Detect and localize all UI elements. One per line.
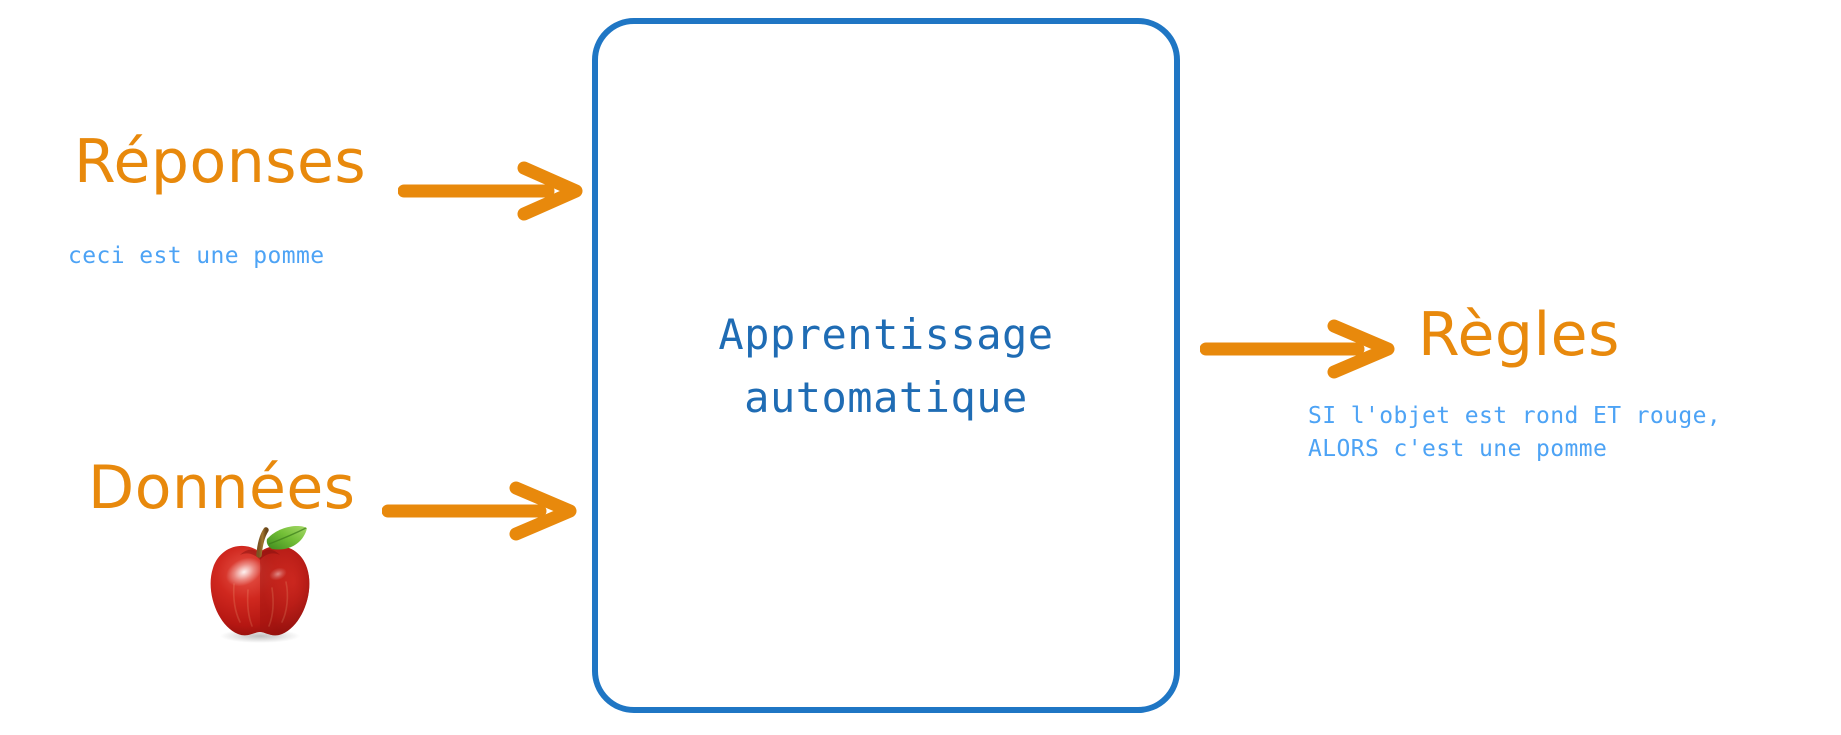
process-box-apprentissage-automatique: Apprentissage automatique [592, 18, 1180, 713]
input-label-reponses: Réponses [74, 127, 367, 197]
arrow-right-icon [398, 161, 583, 221]
arrow-right-icon [1200, 319, 1395, 379]
output-caption-regles: SI l'objet est rond ET rouge, ALORS c'es… [1308, 403, 1722, 463]
arrow-right-icon [382, 481, 577, 541]
output-label-regles: Règles [1418, 300, 1620, 370]
apple-icon [210, 525, 310, 643]
input-label-donnees: Données [88, 453, 356, 523]
process-box-label: Apprentissage automatique [718, 309, 1054, 422]
input-caption-reponses: ceci est une pomme [68, 243, 325, 269]
